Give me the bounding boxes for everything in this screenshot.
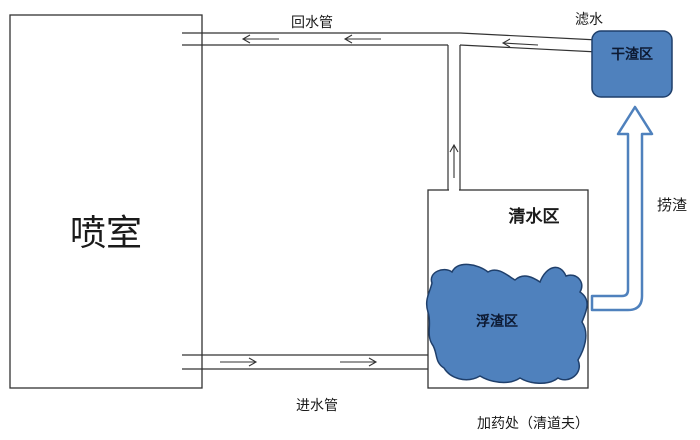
filtered-water-label: 滤水 xyxy=(575,12,603,28)
pipe-entry-gap xyxy=(449,188,459,192)
sludge-removal-arrow xyxy=(590,105,654,312)
return-pipe xyxy=(182,32,599,212)
sludge-removal-label: 捞渣 xyxy=(657,196,687,214)
floating-sludge-zone-label: 浮渣区 xyxy=(476,313,518,330)
inlet-flow-arrows xyxy=(220,357,378,367)
clear-water-zone-label: 清水区 xyxy=(509,206,560,227)
dry-sludge-zone xyxy=(591,30,673,98)
inlet-pipe xyxy=(182,354,428,370)
return-flow-arrows xyxy=(241,34,539,178)
spray-room-box xyxy=(9,14,203,389)
inlet-pipe-label: 进水管 xyxy=(296,398,338,414)
return-pipe-label: 回水管 xyxy=(291,15,333,31)
floating-sludge-zone xyxy=(425,263,588,384)
spray-room-label: 喷室 xyxy=(70,213,142,254)
dosing-point-label: 加药处（清道夫） xyxy=(477,416,589,432)
dry-sludge-zone-label: 干渣区 xyxy=(611,46,653,63)
